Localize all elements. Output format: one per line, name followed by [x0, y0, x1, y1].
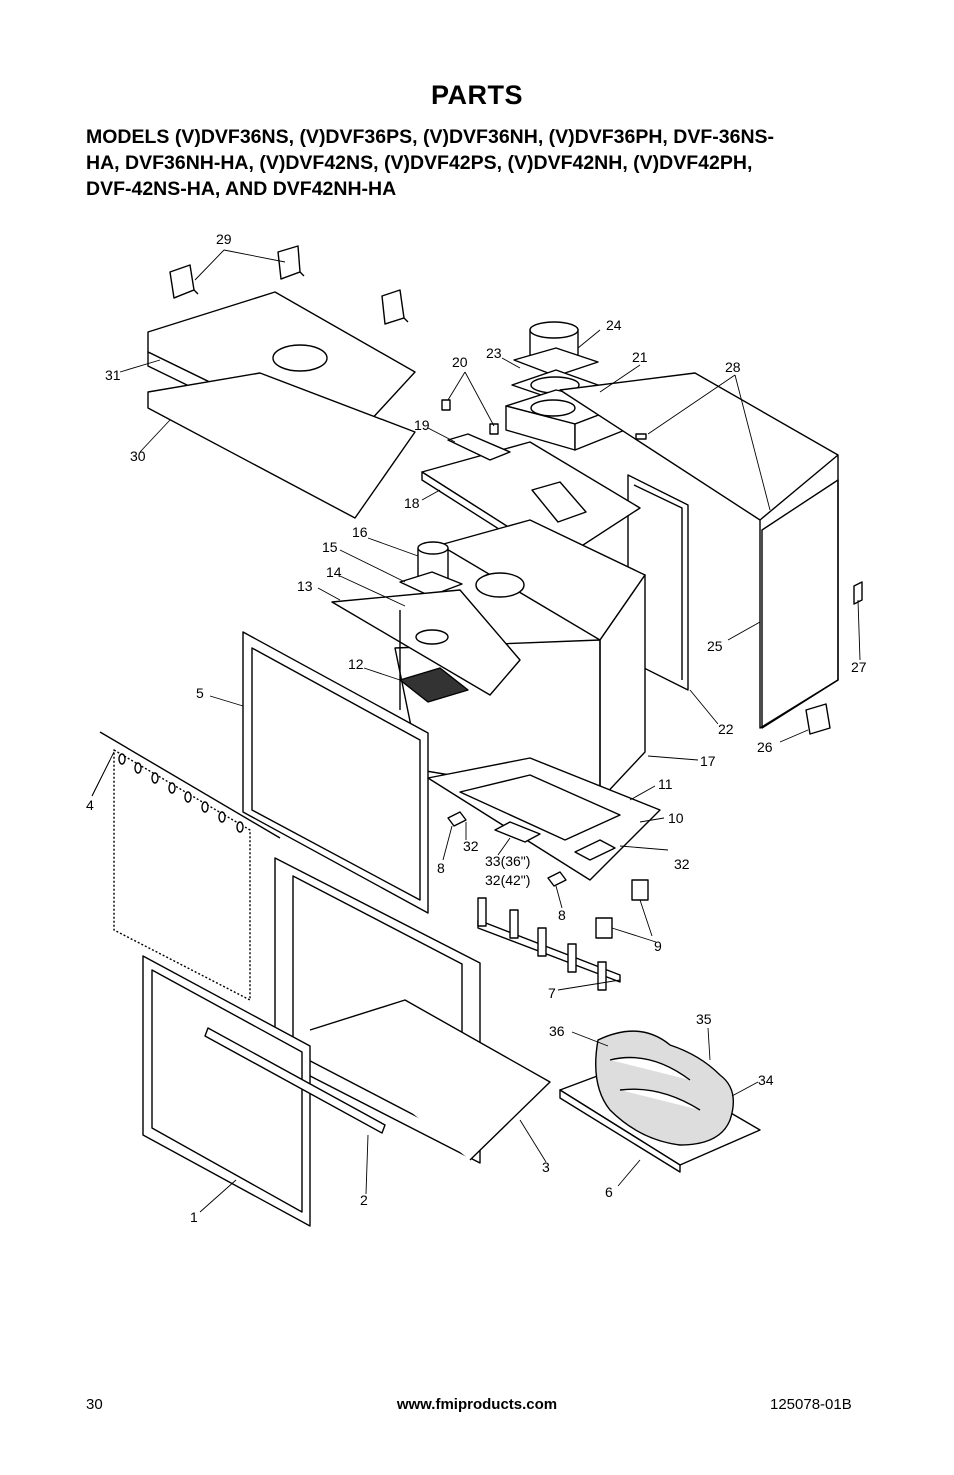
- callout-32-42: 32(42"): [485, 872, 530, 888]
- callout-14: 14: [326, 564, 342, 580]
- callout-8a: 8: [437, 860, 445, 876]
- callout-29: 29: [216, 231, 232, 247]
- callout-26: 26: [757, 739, 773, 755]
- part-6-34-36-burner-logs: [559, 1030, 761, 1173]
- callout-9: 9: [654, 938, 662, 954]
- callout-32b: 32: [674, 856, 690, 872]
- part-5-front-frame: [242, 631, 429, 914]
- callout-8b: 8: [558, 907, 566, 923]
- callout-20: 20: [452, 354, 468, 370]
- page-number: 30: [86, 1396, 103, 1413]
- callout-2: 2: [360, 1192, 368, 1208]
- callout-21: 21: [632, 349, 648, 365]
- callout-labels: 29 31 30 20 23 24 21 28 19 18 16 15 14 1…: [86, 231, 867, 1225]
- page-title: PARTS: [430, 80, 523, 110]
- callout-10: 10: [668, 810, 684, 826]
- leader-lines: [91, 249, 861, 1213]
- callout-24: 24: [606, 317, 622, 333]
- callout-25: 25: [707, 638, 723, 654]
- part-4-mesh-screen: [99, 731, 281, 1001]
- website-link[interactable]: www.fmiproducts.com: [396, 1396, 558, 1413]
- callout-34: 34: [758, 1072, 774, 1088]
- callout-36: 36: [549, 1023, 565, 1039]
- callout-23: 23: [486, 345, 502, 361]
- callout-4: 4: [86, 797, 94, 813]
- callout-7: 7: [548, 985, 556, 1001]
- models-line-2: HA, DVF36NH-HA, (V)DVF42NS, (V)DVF42PS, …: [86, 152, 753, 174]
- callout-17: 17: [700, 753, 716, 769]
- callout-31: 31: [105, 367, 121, 383]
- callout-6: 6: [605, 1184, 613, 1200]
- callout-27: 27: [851, 659, 867, 675]
- models-heading: MODELS (V)DVF36NS, (V)DVF36PS, (V)DVF36N…: [86, 124, 876, 202]
- callout-13: 13: [297, 578, 313, 594]
- callout-18: 18: [404, 495, 420, 511]
- part-7-9-grate: [447, 811, 649, 991]
- models-line-3: DVF-42NS-HA, AND DVF42NH-HA: [86, 178, 397, 200]
- callout-15: 15: [322, 539, 338, 555]
- part-1-glass-door: [142, 955, 311, 1227]
- callout-35: 35: [696, 1011, 712, 1027]
- callout-22: 22: [718, 721, 734, 737]
- callout-16: 16: [352, 524, 368, 540]
- models-line-1: MODELS (V)DVF36NS, (V)DVF36PS, (V)DVF36N…: [86, 126, 775, 148]
- callout-28: 28: [725, 359, 741, 375]
- part-3-front-surround: [274, 857, 551, 1164]
- part-17-firebox: [394, 519, 646, 801]
- part-25-outer-shell: [559, 372, 839, 729]
- callout-19: 19: [414, 417, 430, 433]
- callout-33-36: 33(36"): [485, 853, 530, 869]
- callout-12: 12: [348, 656, 364, 672]
- part-2-rail: [204, 1027, 386, 1134]
- document-number: 125078-01B: [770, 1396, 852, 1413]
- callout-11: 11: [658, 776, 673, 792]
- callout-5: 5: [196, 685, 204, 701]
- part-30-plate: [147, 372, 416, 519]
- callout-32a: 32: [463, 838, 479, 854]
- part-29-brackets: [169, 245, 409, 325]
- callout-3: 3: [542, 1159, 550, 1175]
- callout-1: 1: [190, 1209, 198, 1225]
- part-13-16-inner-collar: [331, 541, 521, 710]
- callout-30: 30: [130, 448, 146, 464]
- part-26-27-brackets: [805, 581, 863, 735]
- part-10-11-base-pan: [427, 757, 661, 881]
